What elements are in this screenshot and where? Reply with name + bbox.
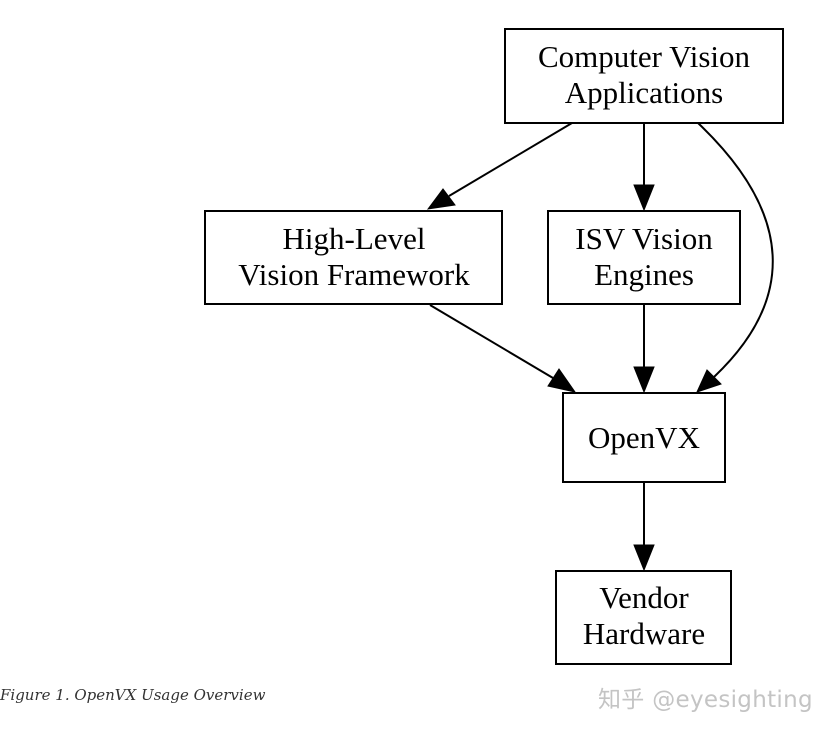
node-label: OpenVX [588, 420, 700, 455]
figure-caption: Figure 1. OpenVX Usage Overview [0, 686, 266, 704]
node-box [204, 210, 503, 305]
edge-cv-to-openvx [697, 122, 774, 378]
edge-highlevel-to-openvx [429, 304, 554, 379]
node-label-line2: Hardware [583, 616, 705, 651]
arrowhead-isv-icon [633, 184, 655, 212]
edge-cv-to-highlevel [448, 122, 573, 197]
watermark: 知乎 @eyesighting [598, 687, 813, 713]
node-label-line2: Applications [565, 75, 723, 110]
node-label-line1: ISV Vision [575, 221, 713, 256]
arrowhead-openvx-center-icon [633, 366, 655, 394]
node-isv-vision-engines: ISV Vision Engines [547, 210, 741, 305]
arrowhead-vendor-icon [633, 544, 655, 572]
node-label-line1: High-Level [283, 221, 426, 256]
node-box [562, 392, 726, 483]
node-box [504, 28, 784, 124]
node-box [547, 210, 741, 305]
node-high-level-vision-framework: High-Level Vision Framework [204, 210, 503, 305]
node-computer-vision-applications: Computer Vision Applications [504, 28, 784, 124]
node-label-line1: Vendor [599, 580, 689, 615]
edges [426, 122, 774, 572]
node-label-line2: Vision Framework [238, 257, 470, 292]
node-openvx: OpenVX [562, 392, 726, 483]
node-label-line2: Engines [594, 257, 694, 292]
arrowhead-highlevel-icon [426, 188, 456, 210]
arrowhead-openvx-right-icon [696, 369, 722, 393]
node-vendor-hardware: Vendor Hardware [555, 570, 732, 665]
arrowhead-openvx-left-icon [547, 368, 577, 393]
node-box [555, 570, 732, 665]
node-label-line1: Computer Vision [538, 39, 750, 74]
